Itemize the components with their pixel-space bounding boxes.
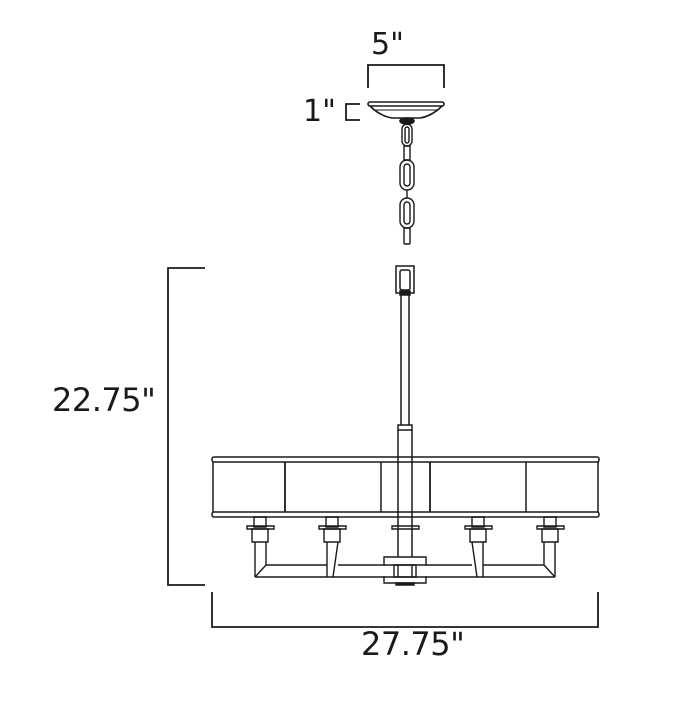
arms bbox=[247, 517, 564, 577]
arm-1 bbox=[247, 517, 274, 577]
arm-2 bbox=[319, 517, 346, 577]
arm-3 bbox=[392, 526, 419, 529]
canopy-width-bracket bbox=[368, 65, 444, 88]
center-hub bbox=[384, 557, 426, 585]
width-bracket bbox=[212, 592, 598, 627]
drum-shade bbox=[212, 457, 599, 517]
arm-5 bbox=[537, 517, 564, 577]
canopy bbox=[368, 102, 444, 124]
canopy-width-label: 5" bbox=[371, 27, 404, 62]
stem bbox=[396, 266, 414, 557]
height-bracket bbox=[168, 268, 205, 585]
arm-4 bbox=[465, 517, 492, 577]
chain bbox=[400, 124, 414, 244]
fixture-height-label: 22.75" bbox=[52, 381, 156, 419]
canopy-height-bracket bbox=[346, 104, 360, 120]
fixture-width-label: 27.75" bbox=[361, 625, 465, 663]
canopy-height-label: 1" bbox=[303, 94, 336, 129]
